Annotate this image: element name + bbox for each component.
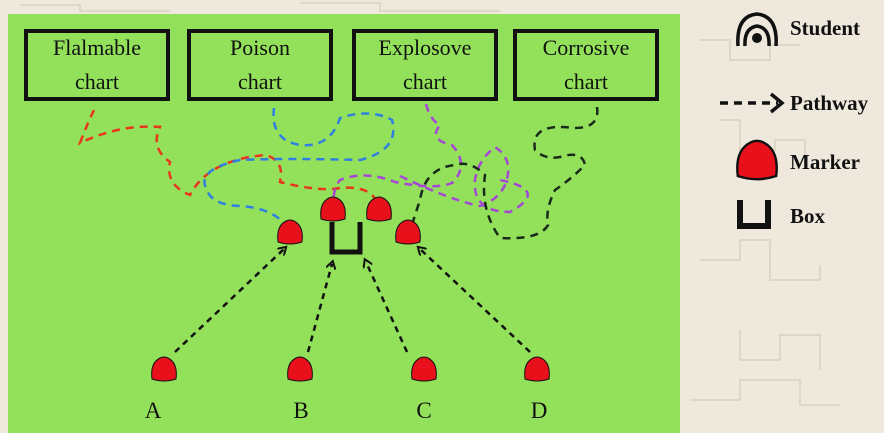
chart-label-poison: Poison chart xyxy=(230,35,290,94)
marker-right xyxy=(395,219,421,245)
marker-center-right xyxy=(366,196,392,222)
marker-station-c xyxy=(411,356,437,382)
student-icon xyxy=(736,12,778,47)
legend-student-label: Student xyxy=(790,16,861,40)
marker-center-left xyxy=(320,196,346,222)
chart-label-flammable: Flalmable chart xyxy=(53,35,141,94)
pathway-flammable xyxy=(77,109,380,206)
marker-station-a xyxy=(151,356,177,382)
station-label-b: B xyxy=(293,398,309,423)
box-marker xyxy=(329,222,363,255)
pathway-icon xyxy=(720,92,785,114)
chart-box-poison: Poison chart xyxy=(187,29,333,101)
arrow-d xyxy=(420,249,531,353)
chart-box-explosive: Explosove chart xyxy=(352,29,498,101)
box-icon xyxy=(737,200,771,229)
station-label-c: C xyxy=(416,398,432,423)
play-field xyxy=(8,14,680,433)
pathway-poison xyxy=(203,107,395,231)
arrow-a xyxy=(174,249,284,353)
chart-label-corrosive: Corrosive chart xyxy=(542,35,630,94)
chart-box-corrosive: Corrosive chart xyxy=(513,29,659,101)
station-label-a: A xyxy=(144,398,162,423)
marker-left xyxy=(277,219,303,245)
marker-station-b xyxy=(287,356,313,382)
marker-station-d xyxy=(524,356,550,382)
arrow-b xyxy=(306,264,332,353)
chart-label-explosive: Explosove chart xyxy=(378,35,472,94)
chart-box-flammable: Flalmable chart xyxy=(24,29,170,101)
legend-pathway-label: Pathway xyxy=(790,91,869,115)
station-label-d: D xyxy=(530,398,548,423)
legend-box-label: Box xyxy=(790,204,826,228)
pathway-explosive xyxy=(332,103,529,214)
arrow-c xyxy=(366,262,409,353)
pathway-corrosive xyxy=(410,106,599,240)
legend-marker-label: Marker xyxy=(790,150,860,174)
marker-icon xyxy=(736,139,778,181)
